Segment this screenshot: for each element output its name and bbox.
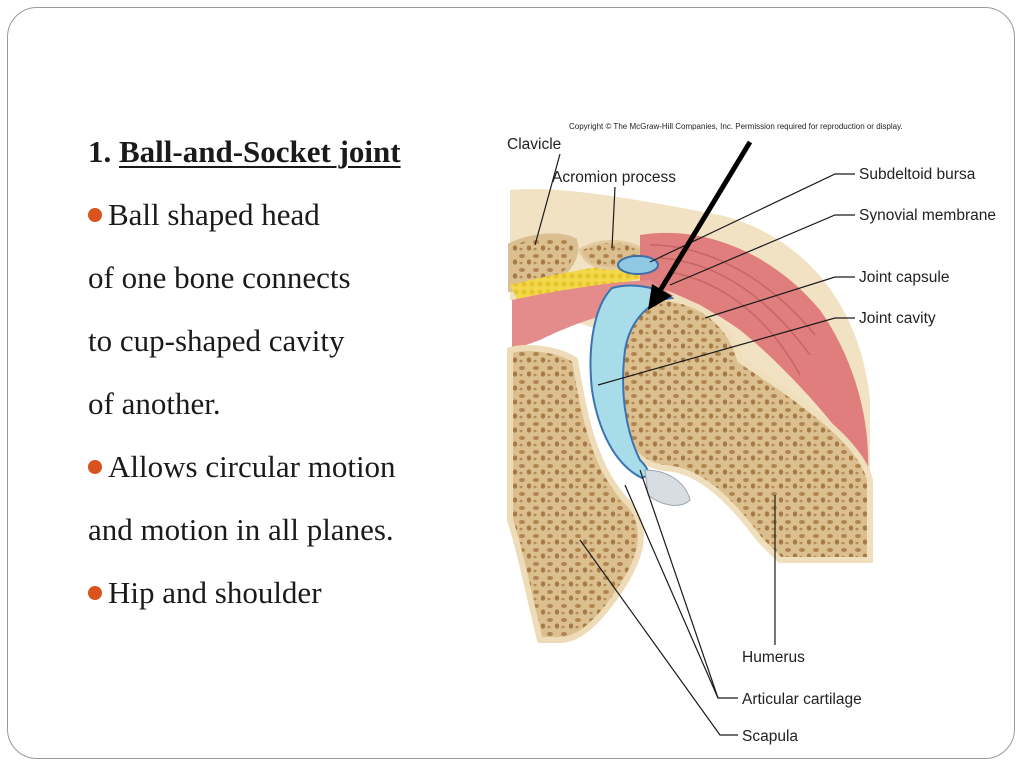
arrow-head-icon <box>648 284 672 310</box>
bullet-line-5: Allows circular motion <box>88 447 396 487</box>
line-text: to cup-shaped cavity <box>88 323 345 358</box>
label-subdeltoid-bursa: Subdeltoid bursa <box>859 166 976 183</box>
label-scapula: Scapula <box>742 728 798 745</box>
heading-title: Ball-and-Socket joint <box>119 134 401 169</box>
text-line-3: to cup-shaped cavity <box>88 321 345 361</box>
line-text: and motion in all planes. <box>88 512 394 547</box>
text-line-4: of another. <box>88 384 221 424</box>
slide-heading: 1. Ball-and-Socket joint <box>88 132 401 172</box>
bullet-line-7: Hip and shoulder <box>88 573 322 613</box>
label-joint-cavity: Joint cavity <box>859 310 936 327</box>
label-synovial-membrane: Synovial membrane <box>859 207 996 224</box>
line-text: of one bone connects <box>88 260 351 295</box>
pointer-arrow <box>655 140 753 296</box>
joint-capsule-lower <box>644 469 691 506</box>
line-text: Allows circular motion <box>108 449 396 484</box>
bullet-icon <box>88 460 102 474</box>
leader-lines <box>534 153 855 736</box>
joint-cavity <box>589 284 675 480</box>
line-text: Ball shaped head <box>108 197 320 232</box>
subdeltoid-bursa <box>617 255 659 275</box>
bullet-line-1: Ball shaped head <box>88 195 320 235</box>
deltoid-muscle <box>640 232 869 470</box>
label-articular-cartilage: Articular cartilage <box>742 691 862 708</box>
heading-number: 1. <box>88 134 112 169</box>
text-line-6: and motion in all planes. <box>88 510 394 550</box>
line-text: of another. <box>88 386 221 421</box>
text-line-2: of one bone connects <box>88 258 351 298</box>
label-acromion: Acromion process <box>552 169 676 186</box>
label-joint-capsule: Joint capsule <box>859 269 949 286</box>
bullet-icon <box>88 208 102 222</box>
shoulder-joint-diagram: Copyright © The McGraw-Hill Companies, I… <box>507 122 996 745</box>
label-clavicle: Clavicle <box>507 136 561 153</box>
label-humerus: Humerus <box>742 649 805 666</box>
bullet-icon <box>88 586 102 600</box>
line-text: Hip and shoulder <box>108 575 322 610</box>
scapula-bone <box>507 345 644 643</box>
copyright-text: Copyright © The McGraw-Hill Companies, I… <box>569 122 903 131</box>
slide-text: 1. Ball-and-Socket joint Ball shaped hea… <box>88 125 493 625</box>
